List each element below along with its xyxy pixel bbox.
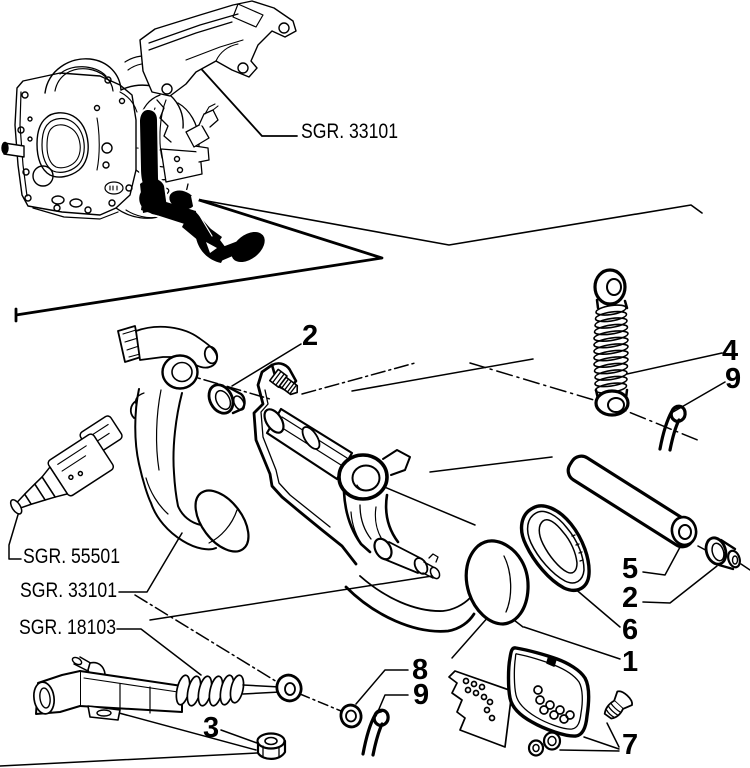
svg-text:1: 1 [622, 646, 638, 678]
svg-text:9: 9 [413, 679, 429, 711]
svg-text:8: 8 [412, 654, 428, 686]
svg-text:2: 2 [302, 320, 318, 352]
svg-text:SGR. 18103: SGR. 18103 [19, 616, 116, 639]
svg-text:SGR. 55501: SGR. 55501 [23, 545, 120, 568]
svg-text:7: 7 [622, 729, 638, 761]
svg-text:2: 2 [622, 582, 638, 614]
svg-text:3: 3 [203, 712, 219, 744]
svg-text:5: 5 [622, 553, 638, 585]
svg-text:SGR. 33101: SGR. 33101 [301, 120, 398, 143]
svg-text:SGR. 33101: SGR. 33101 [20, 579, 117, 602]
svg-text:4: 4 [722, 335, 738, 367]
svg-text:9: 9 [725, 363, 741, 395]
svg-text:6: 6 [622, 614, 638, 646]
